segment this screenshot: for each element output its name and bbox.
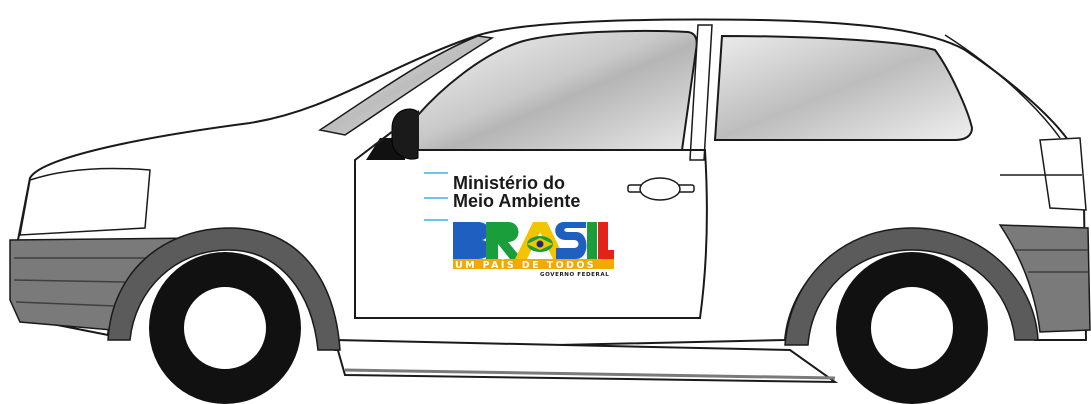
logo-slogan: UM PAÍS DE TODOS xyxy=(455,259,596,271)
front-window xyxy=(417,30,698,151)
sign-line-1: Ministério do xyxy=(453,173,565,193)
rear-wheel xyxy=(784,227,1039,404)
sign-line-2: Meio Ambiente xyxy=(453,191,580,211)
rear-window xyxy=(713,34,974,141)
front-wheel xyxy=(107,227,341,404)
rear-bumper xyxy=(998,224,1091,333)
logo-subline: GOVERNO FEDERAL xyxy=(540,272,609,278)
brasil-logo: UM PAÍS DE TODOS GOVERNO FEDERAL xyxy=(453,222,614,278)
windshield xyxy=(318,35,495,136)
sign-rules xyxy=(424,172,448,221)
b-pillar xyxy=(689,24,713,161)
slogan-bar xyxy=(453,259,614,269)
side-mirror xyxy=(366,108,419,160)
door-handle xyxy=(627,177,695,201)
rear-details xyxy=(944,34,1087,211)
headlight xyxy=(19,167,151,236)
front-door xyxy=(354,109,708,319)
